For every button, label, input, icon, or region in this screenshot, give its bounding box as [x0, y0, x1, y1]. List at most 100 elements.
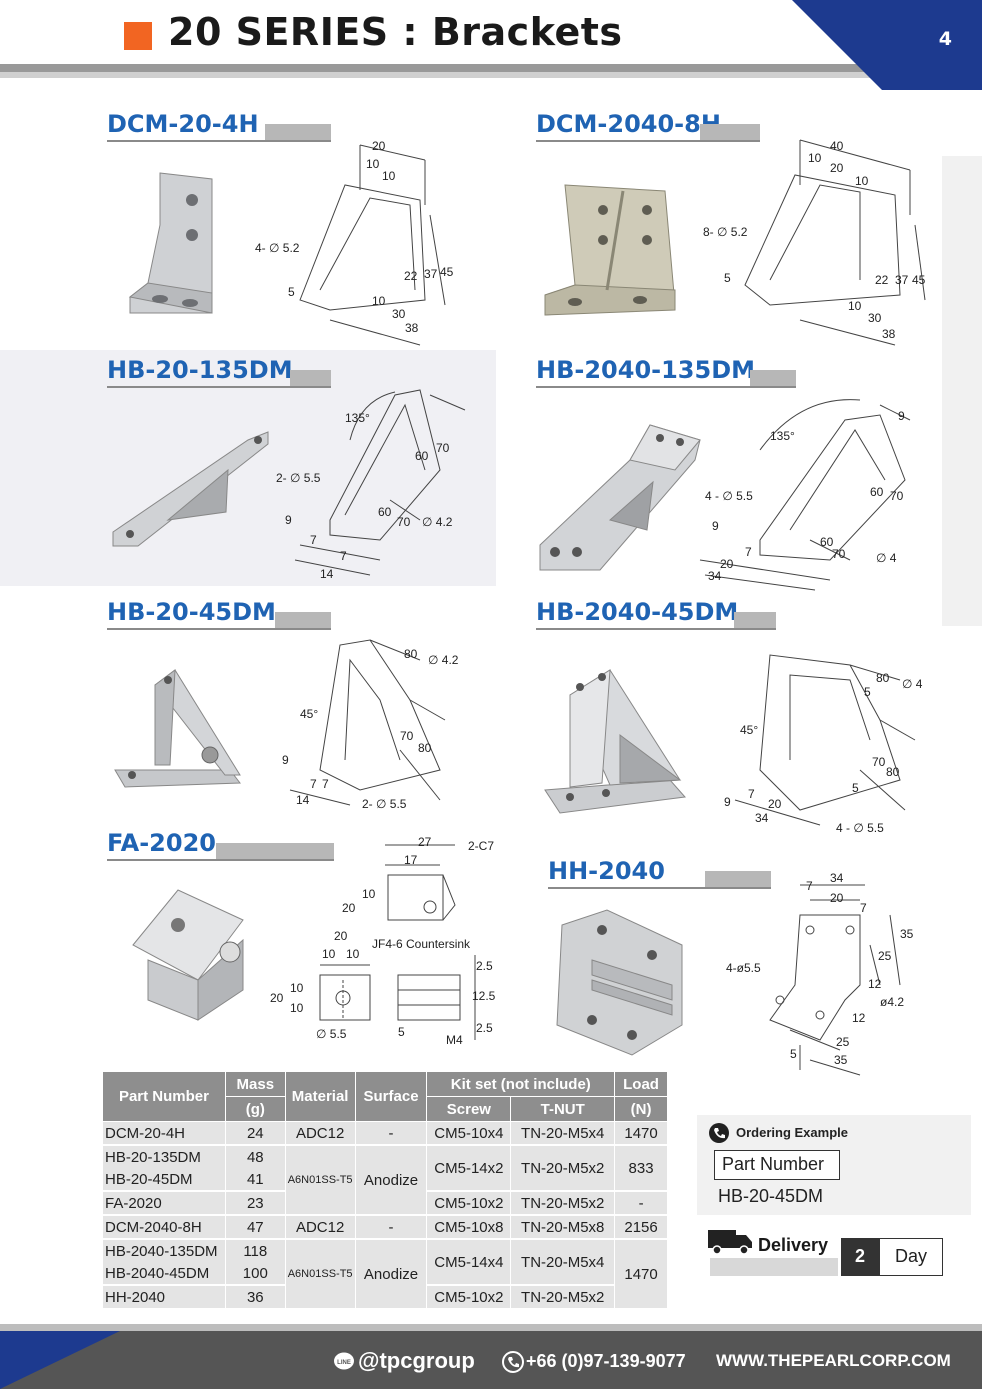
dim-label: 35 [834, 1053, 848, 1067]
dim-label: 135° [770, 429, 795, 443]
dim-label: 5 [724, 271, 731, 285]
dim-label: 34 [830, 871, 844, 885]
cell-part-number: HB-20-135DM [102, 1144, 226, 1168]
page-number: 4 [938, 28, 952, 50]
dim-label: ∅ 4.2 [422, 515, 453, 529]
dim-label: 10 [382, 169, 396, 183]
dim-label: 70 [872, 755, 886, 769]
cell-part-number: HH-2040 [102, 1284, 226, 1308]
dim-label: 2- ∅ 5.5 [276, 471, 321, 485]
dim-label: 38 [882, 327, 896, 341]
cell-part-number: FA-2020 [102, 1190, 226, 1215]
dim-label: 20 [720, 557, 734, 571]
product-photo-hh-2040 [556, 909, 683, 1056]
delivery-unit-box [879, 1238, 943, 1276]
title-underline [536, 628, 776, 630]
th-load: Load [614, 1071, 668, 1097]
dim-label: 80 [886, 765, 900, 779]
th-surface: Surface [354, 1071, 428, 1122]
dim-label: 60 [415, 449, 429, 463]
th-mass: Mass [224, 1071, 286, 1097]
delivery-count: 2 [854, 1246, 865, 1266]
cell-screw: CM5-10x4 [426, 1121, 512, 1145]
product-photo-dcm-20-4h [128, 172, 213, 314]
dim-label: 4-ø5.5 [726, 961, 761, 975]
dim-label: 20 [768, 797, 782, 811]
title-underline [536, 140, 760, 142]
dim-label: 12.5 [472, 989, 496, 1003]
dim-label: 20 [270, 991, 284, 1005]
product-title-dcm-20-4h: DCM-20-4H [107, 110, 259, 138]
dim-label: 10 [848, 299, 862, 313]
dim-label: 2.5 [476, 959, 493, 973]
product-title-hh-2040: HH-2040 [548, 857, 665, 885]
th-mass-unit: (g) [224, 1096, 286, 1122]
cell-screw: CM5-10x2 [426, 1190, 512, 1215]
dim-label: 70 [397, 515, 411, 529]
cell-material: A6N01SS-T5 [284, 1238, 356, 1308]
product-title-hb-2040-45dm: HB-2040-45DM [536, 598, 739, 626]
phone-icon [502, 1351, 524, 1373]
footer-line-handle[interactable]: @tpcgroup [358, 1348, 475, 1373]
footer-phone[interactable]: +66 (0)97-139-9077 [526, 1351, 686, 1371]
dim-label: 10 [322, 947, 336, 961]
dim-label: 25 [878, 949, 892, 963]
dim-label: 7 [748, 787, 755, 801]
footer-bar [0, 1331, 982, 1389]
truck-icon [708, 1230, 752, 1255]
footer-corner-banner [0, 1331, 120, 1389]
phone-icon [709, 1123, 729, 1143]
dim-label: 12 [852, 1011, 866, 1025]
dim-label: 38 [405, 321, 419, 335]
table-row: FA-2020 23 CM5-10x2 TN-20-M5x2 - [102, 1190, 668, 1215]
dim-label: ∅ 4 [876, 551, 897, 565]
dim-label: ∅ 4.2 [428, 653, 459, 667]
spec-table: Part Number Mass Material Surface Kit se… [102, 1071, 668, 1308]
dim-label: 20 [830, 891, 844, 905]
cell-load: 1470 [614, 1121, 668, 1145]
th-kit: Kit set (not include) [426, 1071, 616, 1097]
cell-mass: 118 [224, 1238, 286, 1262]
product-photo-dcm-2040-8h [544, 184, 676, 316]
title-underline [107, 628, 331, 630]
dim-label: 20 [830, 161, 844, 175]
ordering-part-number-label: Part Number [722, 1154, 825, 1174]
dim-label: 8- ∅ 5.2 [703, 225, 748, 239]
dim-label: 34 [755, 811, 769, 825]
product-title-hb-20-135dm: HB-20-135DM [107, 356, 293, 384]
dim-label: 9 [285, 513, 292, 527]
dim-label: 40 [830, 139, 844, 153]
dim-label: 70 [890, 489, 904, 503]
cell-mass: 48 [224, 1144, 286, 1168]
cell-part-number: HB-2040-45DM [102, 1262, 226, 1285]
dim-label: 37 [424, 267, 438, 281]
dim-label: 60 [870, 485, 884, 499]
dim-label: 34 [708, 569, 722, 583]
cell-material: ADC12 [284, 1214, 356, 1239]
title-bar [705, 871, 771, 887]
dimension-drawings: 20 10 10 4- ∅ 5.2 5 22 37 45 10 30 38 40… [255, 139, 926, 1076]
dim-label: 10 [372, 294, 386, 308]
product-photo-hb-2040-45dm [544, 669, 686, 814]
footer-website[interactable]: WWW.THEPEARLCORP.COM [716, 1351, 951, 1370]
line-app-icon: LINE [334, 1352, 354, 1370]
cell-mass: 41 [224, 1168, 286, 1191]
cell-tnut: TN-20-M5x2 [510, 1144, 616, 1191]
dim-label: 7 [322, 777, 329, 791]
th-tnut: T-NUT [510, 1096, 616, 1122]
ordering-part-number-box [714, 1150, 840, 1180]
title-underline [536, 386, 796, 388]
product-title-fa-2020: FA-2020 [107, 829, 216, 857]
dim-label: 7 [340, 549, 347, 563]
cell-tnut: TN-20-M5x2 [510, 1190, 616, 1215]
cell-surface: - [354, 1214, 428, 1239]
cell-screw: CM5-14x2 [426, 1144, 512, 1191]
dim-label: 9 [282, 753, 289, 767]
cell-load: 833 [614, 1144, 668, 1191]
dim-label: ∅ 5.5 [316, 1027, 347, 1041]
dim-label: 10 [808, 151, 822, 165]
dim-label: 7 [806, 879, 813, 893]
product-photo-fa-2020 [132, 889, 244, 1021]
cell-surface: Anodize [354, 1144, 428, 1215]
cell-part-number: HB-2040-135DM [102, 1238, 226, 1262]
